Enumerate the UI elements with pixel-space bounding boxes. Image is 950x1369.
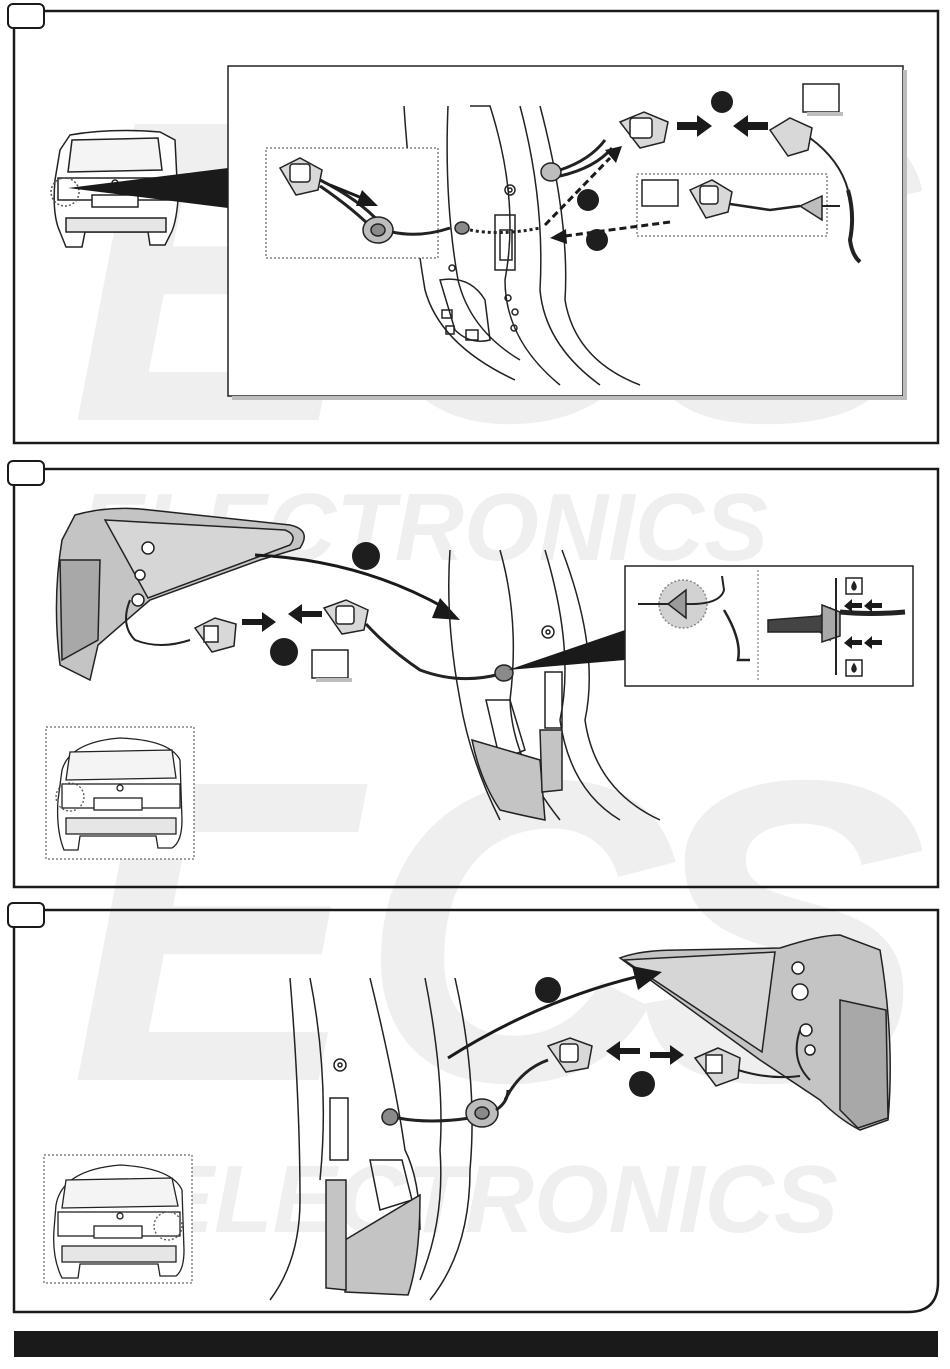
connector-2b xyxy=(324,600,500,679)
step-marker-1b xyxy=(577,189,599,211)
arrow-right-2 xyxy=(242,612,276,632)
label-box-2 xyxy=(312,650,348,678)
label-box-1 xyxy=(803,84,839,112)
step-tag-3 xyxy=(8,903,44,927)
connector-2a xyxy=(195,618,236,652)
watermark-word-bottom: ELECTRONICS xyxy=(150,1146,838,1253)
label-box-1b xyxy=(642,180,678,206)
tail-lamp-2 xyxy=(56,508,304,680)
car-rear-thumbnail-2 xyxy=(56,738,182,850)
step-marker-1c xyxy=(586,229,608,251)
step-marker-2a xyxy=(270,638,298,666)
step-tag-2 xyxy=(8,461,44,485)
zoom-wedge-2 xyxy=(508,630,625,670)
arrow-left-2 xyxy=(288,604,322,624)
step-marker-3b xyxy=(535,977,561,1003)
step-marker-1a xyxy=(711,91,733,113)
grommet-2 xyxy=(495,665,513,681)
footer-bar xyxy=(14,1331,938,1357)
car-rear-thumbnail-3 xyxy=(54,1165,184,1278)
step-marker-3a xyxy=(629,1071,655,1097)
step-marker-2b xyxy=(352,542,380,570)
step-tag-1 xyxy=(8,4,44,28)
